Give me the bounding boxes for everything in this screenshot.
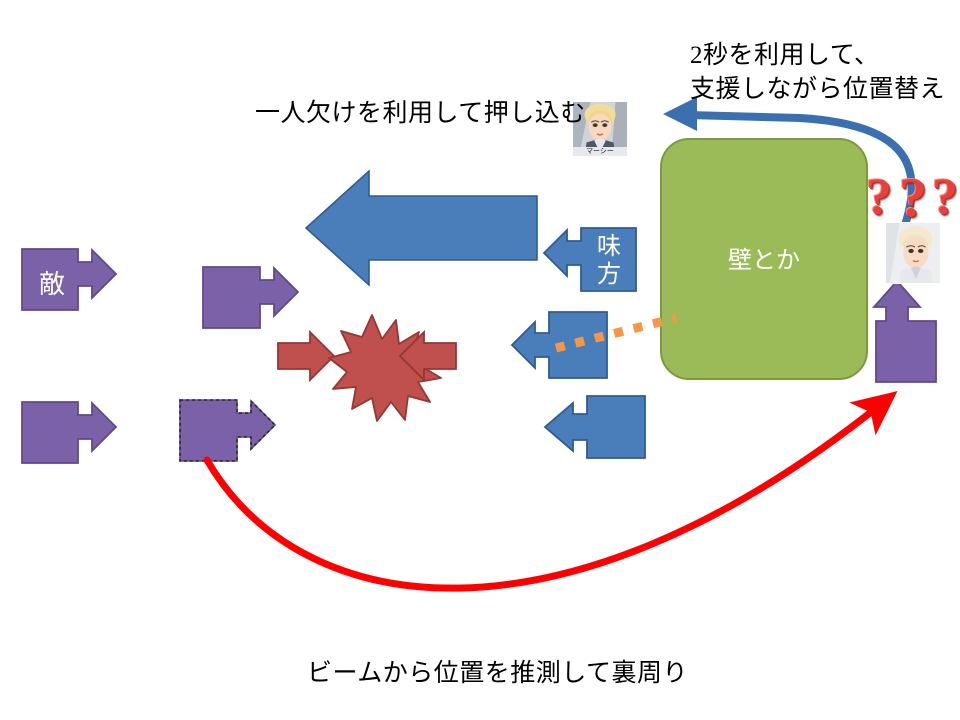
ally-unit-lower [543,395,646,459]
annotation-swap-line1: 2秒を利用して、 [690,42,880,69]
wall-block [660,138,868,380]
enemy-unit-1 [21,247,118,311]
mercy-face-icon-2 [886,223,940,283]
reposition-curve-arrow [663,97,916,227]
ally-unit-labeled [542,227,637,292]
mercy-portrait-top: マーシー [572,101,628,157]
flank-curve-arrow [203,391,898,592]
annotation-flank: ビームから位置を推測して裏周り [307,660,689,687]
annotation-swap-line2: 支援しながら位置替え [690,76,946,103]
beam-dotted-line [554,313,678,353]
enemy-unit-3 [21,400,118,464]
push-arrow-large [304,169,538,287]
clash-arrow-right [398,329,457,383]
mercy-portrait-name: マーシー [573,147,627,156]
enemy-unit-flanker [872,279,937,383]
enemy-unit-selected[interactable] [179,399,277,462]
clash-burst [328,314,442,422]
annotation-push-in: 一人欠けを利用して押し込む [255,100,586,127]
clash-arrow-left [277,329,336,383]
enemy-unit-2 [202,265,300,329]
mercy-portrait-right [885,222,941,284]
